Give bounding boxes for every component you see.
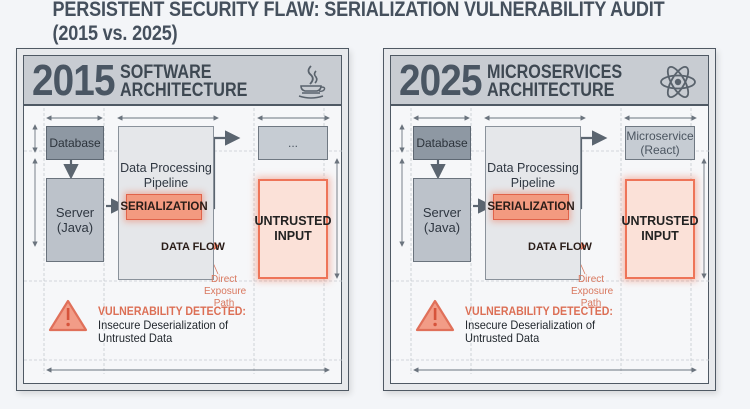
node-pipeline-text: Pipeline [143,176,189,190]
node-server: Server(Java) [413,178,471,262]
node-database: Database [46,126,104,160]
node-serialization-text: SERIALIZATION [487,201,575,213]
panel-year: 2015 [32,56,116,105]
panel-heading-line2: ARCHITECTURE [487,80,615,101]
panel-2015: 2015 SOFTWARE ARCHITECTURE [16,48,349,391]
exposure-path-label-text: Exposure [204,286,247,297]
panel-header: 2015 SOFTWARE ARCHITECTURE [24,56,341,106]
panel-year: 2025 [399,56,483,105]
data-flow-label: DATA FLOW [161,241,225,253]
node-target-text: Microservice [626,129,694,143]
exposure-path-label-text: Path [213,298,235,309]
node-serialization: SERIALIZATION [487,194,575,220]
exposure-path-label-text: Path [580,298,602,309]
dimension-arrows [399,115,707,373]
dimension-arrows [32,115,340,373]
vulnerability-title: VULNERABILITY DETECTED: [465,306,613,318]
node-untrusted-input-text: INPUT [274,229,312,243]
panel-heading: MICROSERVICES ARCHITECTURE [487,62,623,101]
java-coffee-cup-icon [298,65,326,99]
exposure-path-label-text: Direct [210,274,238,285]
vulnerability-description-text: Insecure Deserialization of [465,318,596,332]
node-untrusted-input-text: UNTRUSTED [254,214,332,228]
panel-inner: 2015 SOFTWARE ARCHITECTURE [23,55,342,384]
node-untrusted-input-text: INPUT [641,229,679,243]
data-flow-label: DATA FLOW [528,241,592,253]
warning-triangle-icon [415,299,455,332]
panel-heading-line1: SOFTWARE [120,62,212,83]
panel-header: 2025 MICROSERVICES ARCHITECTURE [391,56,708,106]
node-server-text: (Java) [423,220,461,235]
node-server-text: Server [55,205,95,220]
node-server-text: Server [422,205,462,220]
node-pipeline-text: Pipeline [510,176,556,190]
node-server-text: (Java) [56,220,94,235]
vulnerability-title: VULNERABILITY DETECTED: [98,306,246,318]
panel-inner: 2025 MICROSERVICES ARCHITECTURE [390,55,709,384]
vulnerability-description-text: Untrusted Data [98,331,173,345]
exposure-path-label-text: Direct [577,274,605,285]
node-untrusted-input-text: UNTRUSTED [621,214,699,228]
node-serialization-text: SERIALIZATION [120,201,208,213]
node-pipeline-text: Data Processing [487,161,579,175]
node-database: Database [413,126,471,160]
node-pipeline-text: Data Processing [120,161,212,175]
panel-heading: SOFTWARE ARCHITECTURE [120,62,248,101]
page-title: PERSISTENT SECURITY FLAW: SERIALIZATION … [52,0,665,45]
node-target: Microservice(React) [625,126,695,160]
exposure-path-label-text: Exposure [571,286,614,297]
node-database-text: Database [416,136,468,150]
node-target-text: (React) [640,143,680,157]
panel-heading-line1: MICROSERVICES [487,62,623,83]
panel-2025: 2025 MICROSERVICES ARCHITECTURE [383,48,716,391]
node-server: Server(Java) [46,178,104,262]
node-database-text: Database [49,136,101,150]
node-target: ... [258,126,328,160]
vulnerability-description-text: Untrusted Data [465,331,540,345]
node-serialization: SERIALIZATION [120,194,208,220]
node-target-text: ... [287,136,298,150]
panel-heading-line2: ARCHITECTURE [120,80,248,101]
react-atom-icon [660,66,696,98]
warning-triangle-icon [48,299,88,332]
vulnerability-description-text: Insecure Deserialization of [98,318,229,332]
